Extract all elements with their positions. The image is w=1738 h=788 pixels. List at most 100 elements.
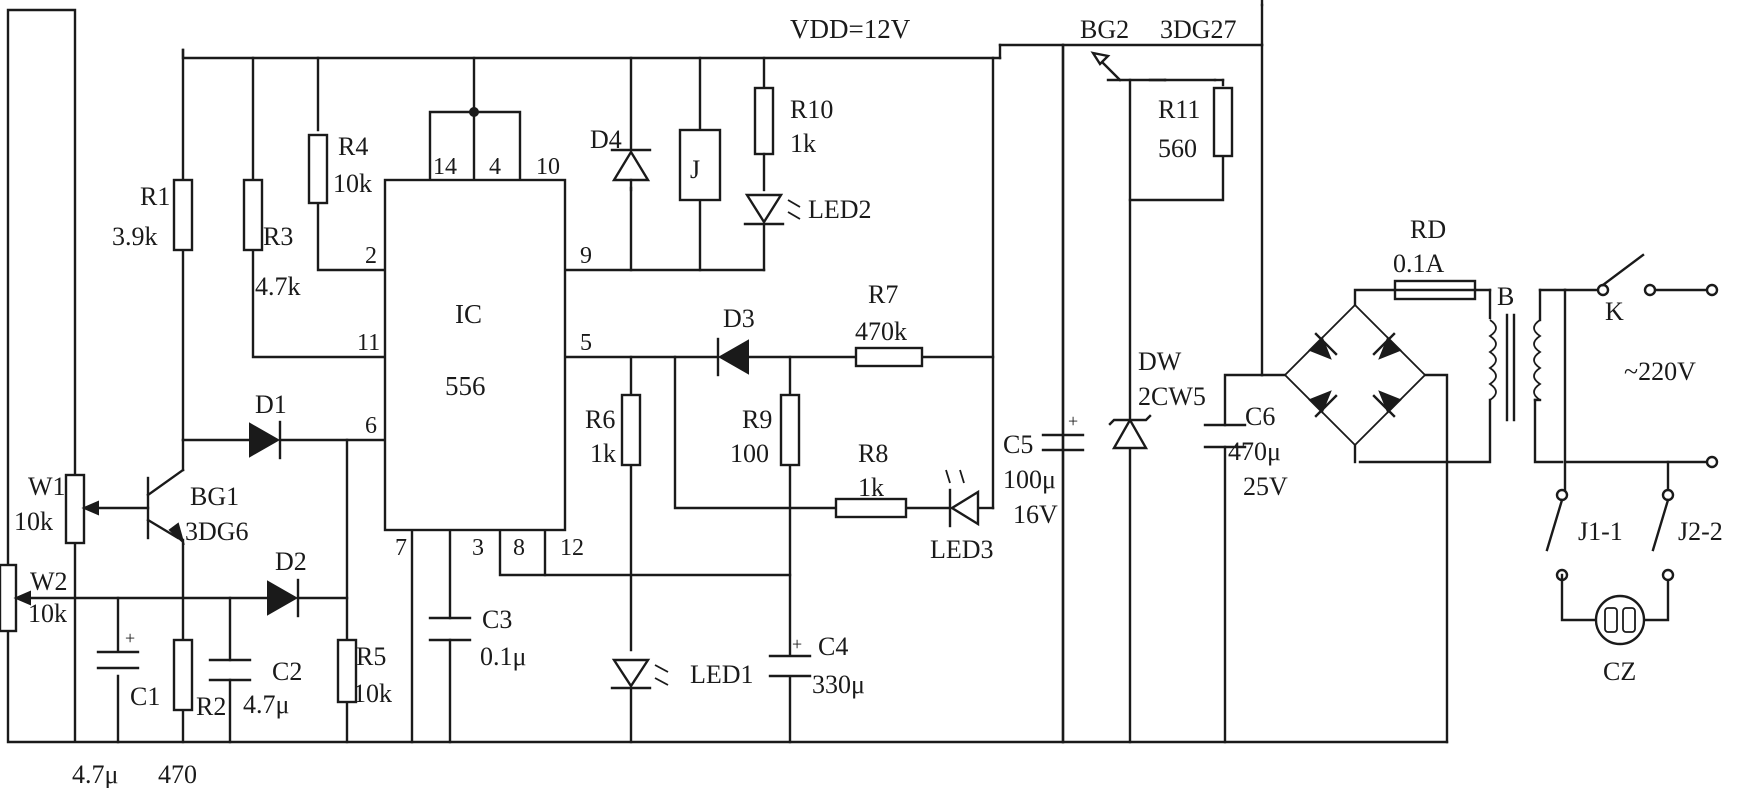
r6-value: 1k: [590, 439, 616, 468]
resistor-r4: [307, 133, 329, 205]
w1-name: W1: [28, 472, 66, 501]
bg1-emitter-arrow-icon: [168, 522, 185, 546]
w1-value: 10k: [14, 507, 53, 536]
dw-name: DW: [1138, 347, 1182, 376]
ic-part-label: 556: [445, 371, 486, 401]
resistor-r8: [834, 497, 908, 519]
c5-value: 100μ: [1003, 465, 1056, 494]
pot-w1: [64, 473, 86, 545]
r2-name: R2: [196, 692, 226, 721]
fuse-name: RD: [1410, 215, 1446, 244]
resistor-r2: [172, 638, 194, 712]
resistor-r10: [753, 86, 775, 156]
ic-pin-9: 9: [580, 243, 592, 269]
transformer-primary-coil: [1488, 319, 1497, 401]
r9-value: 100: [730, 439, 769, 468]
resistor-r9: [779, 393, 801, 467]
transformer-secondary-coil: [1533, 319, 1542, 401]
r6-name: R6: [585, 405, 615, 434]
d2-body: [267, 580, 299, 616]
w2-wiper-arrow-icon: [13, 590, 31, 606]
relay-coil-label: J: [690, 155, 700, 184]
c5-plus: +: [1068, 411, 1078, 431]
c3-value: 0.1μ: [480, 642, 526, 671]
r1-value: 3.9k: [112, 222, 158, 251]
j2-2-terminal-top: [1661, 488, 1675, 502]
c5-name: C5: [1003, 430, 1033, 459]
mains-label: ~220V: [1624, 357, 1696, 386]
led2-body: [744, 193, 784, 225]
d4-body: [611, 149, 651, 182]
diodes: D1 D2 D3 D4 DW 2CW5: [249, 125, 1206, 618]
c6-value: 470μ: [1228, 437, 1281, 466]
d1-body: [249, 422, 281, 458]
mains-terminal-bottom: [1705, 455, 1719, 469]
w2-name: W2: [30, 567, 68, 596]
resistors: R1 3.9k R3 4.7k R4 10k R2 470 R5 10k R6 …: [112, 86, 1234, 788]
r3-name: R3: [263, 222, 293, 251]
r8-name: R8: [858, 439, 888, 468]
r4-name: R4: [338, 132, 368, 161]
led3-name: LED3: [930, 535, 994, 564]
r2-value: 470: [158, 760, 197, 788]
j1-1-terminal-top: [1555, 488, 1569, 502]
c1-plus: +: [125, 628, 135, 648]
bridge-outline: [1283, 303, 1427, 447]
resistor-r1: [172, 178, 194, 252]
c6-voltage: 25V: [1243, 472, 1288, 501]
j2-2-terminal-bottom: [1661, 568, 1675, 582]
bg1-part: 3DG6: [185, 517, 249, 546]
bg1-name: BG1: [190, 482, 239, 511]
c2-value: 4.7μ: [243, 690, 289, 719]
c4-plus: +: [792, 634, 802, 654]
ic-pin-11: 11: [357, 330, 380, 356]
r9-name: R9: [742, 405, 772, 434]
r4-value: 10k: [333, 169, 372, 198]
ic-body: [383, 178, 567, 532]
mains-terminal-top: [1705, 283, 1719, 297]
ic-pin-4: 4: [489, 154, 501, 180]
leds: LED1 LED2 LED3: [610, 193, 994, 690]
bg2-emitter-arrow-icon: [1090, 51, 1111, 66]
led1-body: [611, 658, 651, 689]
load-name: CZ: [1603, 657, 1636, 686]
power-section: RD 0.1A B K ~220V: [1283, 215, 1719, 686]
resistor-r7: [854, 346, 924, 368]
dw-part: 2CW5: [1138, 382, 1206, 411]
load-cz: [1594, 594, 1646, 646]
r11-name: R11: [1158, 95, 1200, 124]
d4-name: D4: [590, 125, 622, 154]
w2-value: 10k: [28, 599, 67, 628]
resistor-r5: [336, 638, 358, 704]
w1-wiper-arrow-icon: [81, 500, 99, 516]
led2-name: LED2: [808, 195, 872, 224]
r1-name: R1: [140, 182, 170, 211]
switch-name: K: [1605, 297, 1624, 326]
c4-name: C4: [818, 632, 848, 661]
resistor-r11: [1212, 86, 1234, 158]
ic-pin-7: 7: [395, 535, 407, 561]
bridge-diodes: [1308, 332, 1402, 418]
relay-contact-1: J1-1: [1578, 517, 1623, 546]
resistor-r3: [242, 178, 264, 252]
bg2-part: 3DG27: [1160, 15, 1237, 44]
d1-name: D1: [255, 390, 287, 419]
ic-name-label: IC: [455, 299, 482, 329]
transformer-name: B: [1497, 282, 1514, 311]
ic-pin-12: 12: [560, 535, 584, 561]
c4-value: 330μ: [812, 670, 865, 699]
r10-name: R10: [790, 95, 833, 124]
r3-value: 4.7k: [255, 272, 301, 301]
ic-pin-5: 5: [580, 330, 592, 356]
r7-value: 470k: [855, 317, 907, 346]
r7-name: R7: [868, 280, 898, 309]
switch-terminal-right: [1643, 283, 1657, 297]
ic-pin-8: 8: [513, 535, 525, 561]
r10-value: 1k: [790, 129, 816, 158]
ic-pin-10: 10: [536, 154, 560, 180]
fuse-value: 0.1A: [1393, 249, 1445, 278]
c5-voltage: 16V: [1013, 500, 1058, 529]
c1-value: 4.7μ: [72, 760, 118, 788]
wires: [6, 0, 1714, 744]
